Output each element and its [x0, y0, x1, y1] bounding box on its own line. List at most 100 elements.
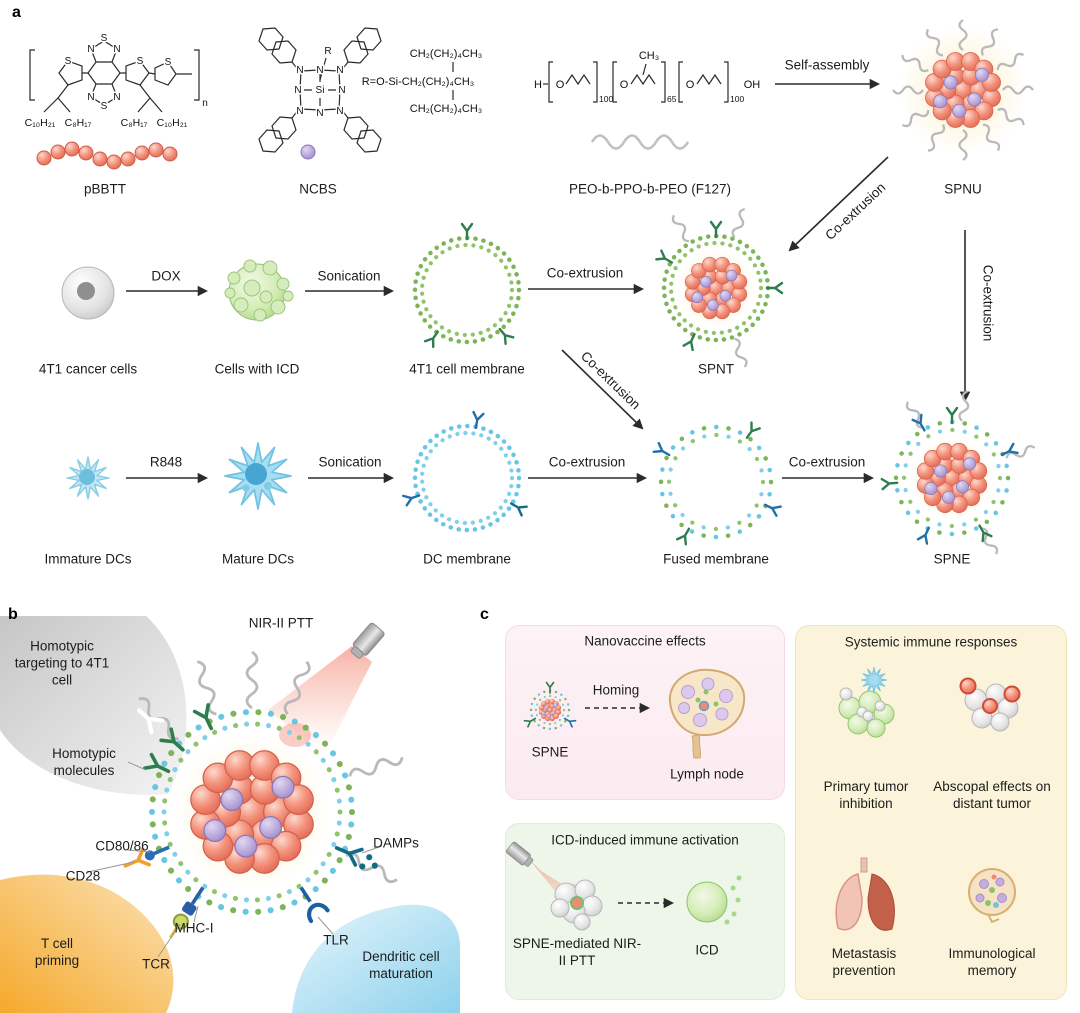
svg-text:C₈H₁₇: C₈H₁₇	[121, 117, 148, 129]
spne-particle-large	[120, 650, 406, 943]
svg-text:C₁₀H₂₁: C₁₀H₂₁	[157, 117, 188, 129]
spne-mini	[523, 681, 577, 731]
label-abscopal: Abscopal effects on distant tumor	[933, 779, 1051, 811]
svg-text:N: N	[113, 92, 120, 103]
primary-tumor-art	[838, 666, 895, 738]
svg-text:N: N	[316, 108, 323, 119]
svg-text:n: n	[202, 98, 208, 109]
label-icd-title: ICD-induced immune activation	[551, 832, 739, 848]
label-spne-mediated: SPNE-mediated NIR-II PTT	[512, 936, 642, 968]
dc-membrane	[402, 410, 528, 533]
svg-text:65: 65	[667, 94, 677, 104]
f127-formula: H O 100 O CH₃ 65 O 100 OH	[533, 49, 762, 105]
label-self-assembly: Self-assembly	[784, 57, 870, 73]
4t1-cell-blob	[0, 616, 187, 795]
label-co-extrusion-6: Co-extrusion	[788, 454, 866, 470]
fused-membrane	[652, 421, 782, 546]
label-spnu: SPNU	[944, 181, 982, 197]
svg-text:N: N	[336, 65, 343, 76]
svg-text:N: N	[113, 44, 120, 55]
spnt-vesicle	[655, 206, 784, 370]
svg-text:OH: OH	[744, 79, 761, 91]
pbbtt-chain	[36, 141, 178, 170]
label-spne-mini: SPNE	[531, 744, 569, 760]
panel-b-connector-lines	[87, 761, 383, 958]
label-mature-dcs: Mature DCs	[221, 551, 295, 567]
cells-with-icd	[224, 259, 294, 322]
nir-laser-beam	[268, 646, 372, 755]
label-spne: SPNE	[933, 551, 971, 567]
ncbs-dye-dot	[300, 144, 316, 160]
label-lymph-node: Lymph node	[670, 766, 744, 782]
label-spnt: SPNT	[697, 361, 735, 377]
svg-text:CH₂(CH₂)₄CH₃: CH₂(CH₂)₄CH₃	[410, 103, 483, 115]
label-homotypic-targeting: Homotypic targeting to 4T1 cell	[14, 638, 110, 688]
svg-text:100: 100	[730, 94, 744, 104]
svg-text:S: S	[165, 57, 172, 68]
label-sonication-2: Sonication	[318, 454, 382, 470]
beam-hotspot	[279, 723, 311, 747]
svg-text:N: N	[336, 106, 343, 117]
label-damps: DAMPs	[373, 835, 419, 851]
label-tcr: TCR	[142, 956, 170, 972]
lymph-node	[668, 668, 746, 759]
svg-text:N: N	[294, 85, 301, 96]
svg-text:S: S	[101, 33, 108, 44]
4t1-cell-membrane	[412, 222, 522, 349]
ncbs-structure: Si N N N N N N N N R	[258, 27, 382, 160]
label-homotypic-molecules: Homotypic molecules	[52, 746, 116, 778]
svg-text:S: S	[101, 101, 108, 112]
memory-art	[968, 868, 1016, 924]
r-group-formula: CH₂(CH₂)₄CH₃ R=O-Si-CH₂(CH₂)₄CH₃ CH₂(CH₂…	[360, 47, 484, 117]
t-cell-blob	[0, 874, 174, 1013]
svg-text:S: S	[137, 56, 144, 67]
svg-text:N: N	[316, 65, 323, 76]
spne-vesicle	[880, 389, 1038, 558]
svg-text:C₁₀H₂₁: C₁₀H₂₁	[25, 117, 56, 129]
dendritic-cell-blob	[292, 904, 460, 1013]
lungs-art	[835, 857, 895, 931]
label-t-cell-priming: T cell priming	[34, 936, 80, 968]
label-co-extrusion-5: Co-extrusion	[548, 454, 626, 470]
label-sonication-1: Sonication	[317, 268, 381, 284]
label-f127: PEO-b-PPO-b-PEO (F127)	[568, 181, 732, 197]
label-metastasis: Metastasis prevention	[831, 946, 897, 978]
panel-letter-a: a	[12, 4, 21, 21]
svg-text:N: N	[296, 106, 303, 117]
label-ncbs: NCBS	[299, 181, 337, 197]
svg-text:CH₃: CH₃	[639, 50, 659, 62]
label-r848: R848	[149, 454, 183, 470]
svg-text:C₈H₁₇: C₈H₁₇	[65, 117, 92, 129]
label-tlr: TLR	[323, 932, 349, 948]
label-homing: Homing	[592, 682, 640, 698]
f127-chain	[590, 134, 690, 150]
label-nanovaccine-title: Nanovaccine effects	[584, 633, 706, 649]
svg-text:N: N	[338, 85, 345, 96]
spnu-micelle	[891, 18, 1035, 162]
pbbtt-structure: n S N N S N N S S S C₁₀H₂₁ C₈H₁₇ C₈H₁₇ C…	[23, 32, 209, 131]
svg-text:S: S	[65, 56, 72, 67]
svg-text:R: R	[324, 46, 331, 57]
label-4t1-cancer-cells: 4T1 cancer cells	[38, 361, 138, 377]
co-extrusion-arrow-diag	[561, 349, 644, 430]
svg-text:O: O	[556, 79, 565, 91]
co-extrusion-arrow-spnu	[788, 156, 889, 252]
label-cd80-86: CD80/86	[95, 838, 149, 854]
label-co-extrusion-2: Co-extrusion	[980, 264, 996, 342]
label-cd28: CD28	[65, 868, 101, 884]
label-cells-with-icd: Cells with ICD	[214, 361, 300, 377]
svg-text:N: N	[296, 65, 303, 76]
immature-dc-cell	[66, 456, 110, 500]
svg-text:CH₂(CH₂)₄CH₃: CH₂(CH₂)₄CH₃	[410, 48, 483, 60]
svg-text:O: O	[686, 79, 695, 91]
label-nir-ptt: NIR-II PTT	[248, 615, 314, 631]
svg-text:Si: Si	[316, 85, 325, 96]
svg-text:H: H	[534, 79, 542, 91]
label-dc-maturation: Dendritic cell maturation	[362, 949, 440, 981]
label-primary-tumor: Primary tumor inhibition	[823, 779, 909, 811]
abscopal-art	[959, 677, 1021, 732]
label-co-extrusion-3: Co-extrusion	[546, 265, 624, 281]
svg-text:N: N	[87, 92, 94, 103]
label-immature-dcs: Immature DCs	[44, 551, 132, 567]
